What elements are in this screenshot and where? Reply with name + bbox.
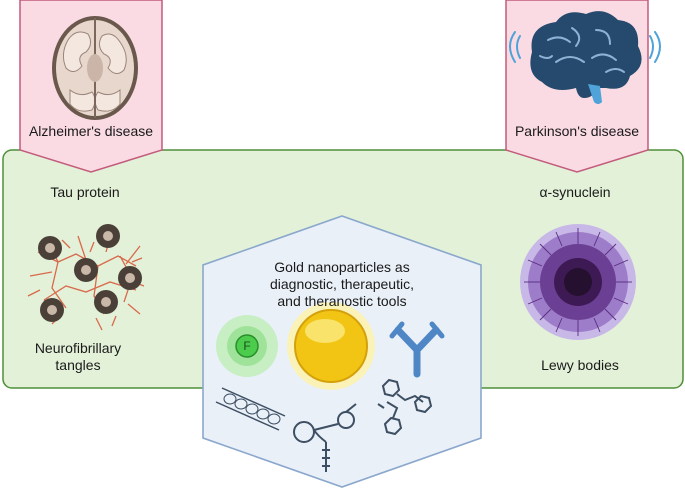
aptamer-icon [293, 403, 357, 472]
carbon-nanotube-icon [215, 387, 286, 431]
alpha-synuclein-label: α-synuclein [539, 184, 611, 200]
neurofibrillary-tangles-label: Neurofibrillary tangles [34, 340, 122, 373]
tangle-cells [38, 224, 142, 322]
center-title-line-2: diagnostic, therapeutic, [270, 276, 414, 292]
parkinson-label: Parkinson's disease [514, 123, 640, 139]
lewy-bodies-label: Lewy bodies [541, 357, 619, 373]
fluorophore-icon [216, 315, 278, 377]
center-title: Gold nanoparticles as diagnostic, therap… [240, 259, 444, 310]
antibody-icon [389, 321, 445, 378]
brain-section-icon [52, 16, 138, 120]
center-title-line-1: Gold nanoparticles as [274, 259, 410, 275]
lewy-body-icon [520, 224, 636, 340]
brain-icon [509, 11, 661, 104]
center-title-line-3: and theranostic tools [277, 293, 407, 309]
tau-protein-label: Tau protein [50, 184, 120, 200]
fluorophore-label: F [243, 339, 251, 353]
gold-nanoparticle-icon [287, 302, 375, 390]
small-molecules-icon [377, 378, 433, 436]
alzheimer-label: Alzheimer's disease [28, 123, 154, 139]
